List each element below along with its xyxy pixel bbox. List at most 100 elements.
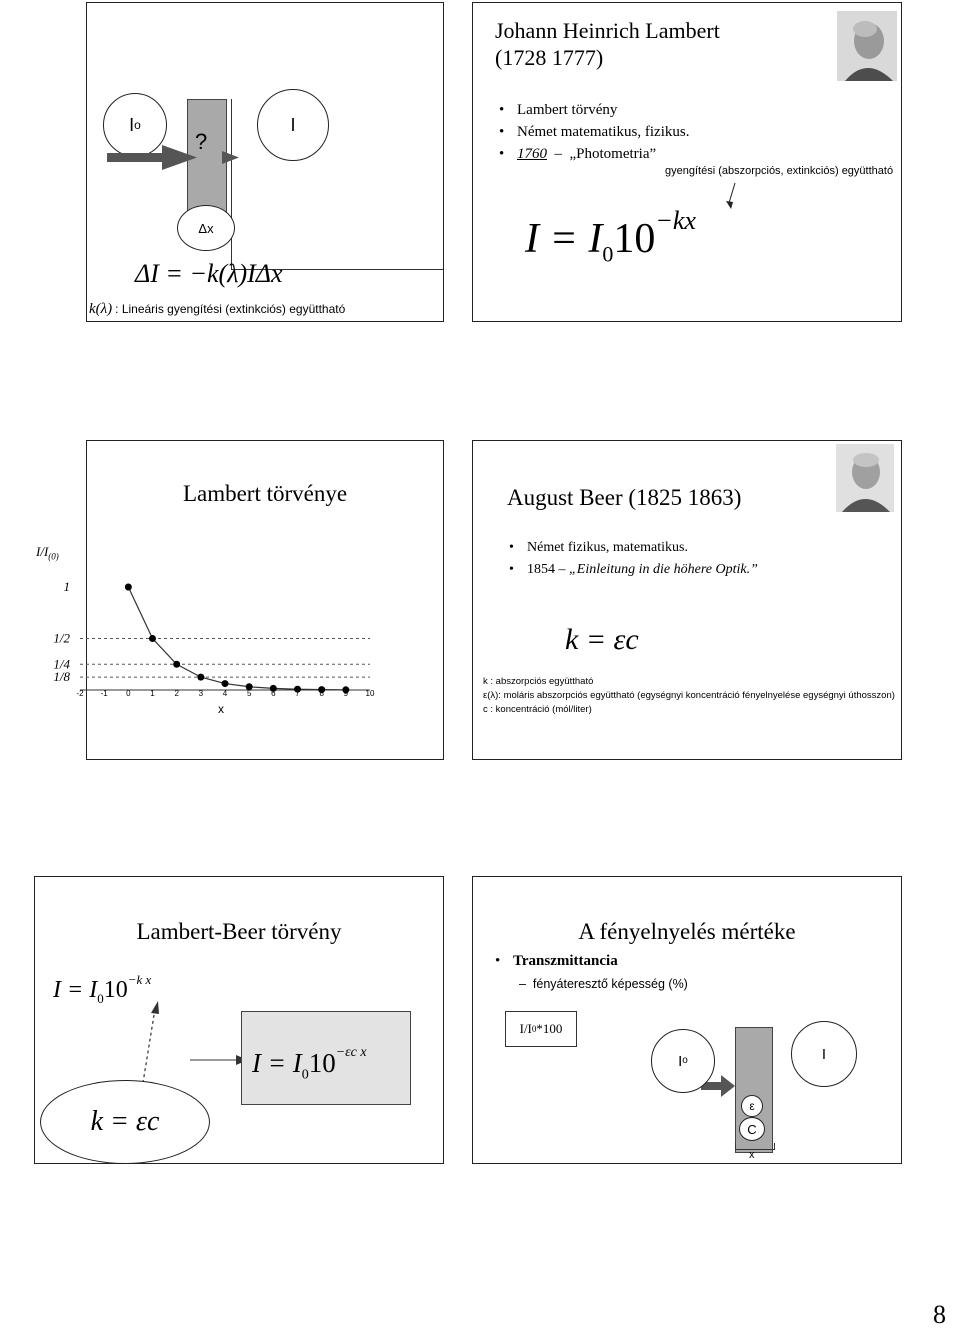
frame-line-h — [231, 269, 443, 270]
arrow-in — [701, 1075, 735, 1097]
x-tick-label: 0 — [126, 689, 131, 698]
x-tick-label: 3 — [199, 689, 204, 698]
box-formula-sub: 0 — [301, 1067, 309, 1083]
dashed-pointer — [138, 1001, 159, 1108]
coefficient-annotation: gyengítési (abszorpciós, extinkciós) egy… — [665, 165, 894, 177]
dx-circle: Δx — [177, 205, 235, 251]
data-point — [318, 686, 326, 694]
bullet-law: Lambert törvény — [499, 99, 689, 121]
formula-ten: 10 — [613, 216, 656, 262]
slide-lambert-graph: Lambert törvénye — [86, 440, 444, 760]
c-circle: C — [739, 1117, 765, 1141]
x-bracket — [735, 1143, 775, 1150]
lambert-formula: I = I010−kx — [525, 208, 696, 265]
lb-formula-top: I = I010−k x — [53, 973, 151, 1005]
slide3-title: Lambert törvénye — [182, 481, 348, 506]
def-c: c : koncentráció (mól/liter) — [483, 704, 592, 715]
y-label-text: I/I — [36, 544, 49, 559]
x-tick-label: 4 — [223, 689, 228, 698]
x-tick-label: 2 — [174, 689, 179, 698]
data-point — [149, 635, 156, 642]
y-tick-label: 1/2 — [53, 631, 70, 646]
dx-label: Δx — [198, 220, 214, 236]
title-line1: Johann Heinrich Lambert — [495, 18, 720, 43]
beer-bullets: Német fizikus, matematikus. 1854 – „Einl… — [509, 537, 758, 581]
ratio-tail: *100 — [536, 1021, 563, 1036]
bullet-transmittance: Transzmittancia — [495, 953, 618, 970]
slide4-title: August Beer (1825 1863) — [507, 485, 742, 510]
title-line2: (1728 1777) — [495, 45, 604, 70]
transmittance-bullets: Transzmittancia — [495, 953, 618, 970]
bullet-photometria: 1760 – „Photometria” — [499, 143, 689, 165]
slide-beer-bio: August Beer (1825 1863) Német fizikus, m… — [472, 440, 902, 760]
definitions: k : abszorpciós együttható ε(λ): moláris… — [483, 675, 895, 717]
y-tick-label: 1/4 — [53, 656, 70, 671]
slide-lambert-bio: Johann Heinrich Lambert (1728 1777) Lamb… — [472, 2, 902, 322]
data-point — [269, 684, 277, 692]
io-label: I — [129, 114, 135, 135]
x-tick-label: 8 — [319, 689, 324, 698]
title-block: Johann Heinrich Lambert (1728 1777) — [495, 17, 720, 71]
y-tick-label: 1 — [64, 579, 71, 594]
y-label-sub: (0) — [48, 551, 59, 562]
beer-formula: k = εc — [565, 623, 639, 656]
x-tick-label: 1 — [150, 689, 155, 698]
slide6-i-circle: I — [791, 1021, 857, 1087]
epsilon-circle: ε — [741, 1095, 763, 1117]
def-k: k : abszorpciós együttható — [483, 676, 594, 687]
x-tick-label: 6 — [271, 689, 276, 698]
data-point — [173, 660, 181, 668]
y-axis-label: I/I(0) — [36, 544, 59, 562]
x-tick-label: 10 — [366, 689, 375, 698]
slide6-io-label: I — [678, 1052, 683, 1070]
bio-bullets: Lambert törvény Német matematikus, fizik… — [499, 99, 689, 165]
c-label: C — [747, 1121, 757, 1137]
decay-curve — [127, 586, 346, 691]
equation-text: ΔI = −k(λ)IΔx — [135, 259, 283, 288]
bullet-beer-nationality: Német fizikus, matematikus. — [509, 537, 758, 559]
top-formula-ten: 10 — [103, 977, 128, 1003]
box-formula-ten: 10 — [308, 1048, 336, 1078]
book-title: „Einleitung in die höhere Optik.” — [569, 562, 758, 577]
data-point — [197, 673, 205, 681]
portrait-lambert — [837, 11, 897, 81]
thin-line — [231, 99, 232, 269]
x-tick-label: -1 — [101, 689, 109, 698]
caption-text: : Lineáris gyengítési (extinkciós) együt… — [115, 302, 346, 316]
data-point — [245, 683, 253, 691]
y-tick-label: 1/8 — [53, 669, 70, 684]
slide6-x-label: x — [749, 1149, 755, 1161]
top-formula-base: I = I — [53, 977, 98, 1003]
k-symbol: k(λ) — [89, 301, 113, 317]
arrow-right-icon — [721, 1075, 735, 1097]
year-1854: 1854 — [527, 562, 555, 577]
epsilon-label: ε — [749, 1099, 755, 1113]
transmittance-label: Transzmittancia — [513, 953, 618, 969]
data-point — [342, 686, 350, 694]
caption: k(λ) : Lineáris gyengítési (extinkciós) … — [89, 301, 345, 318]
sub-bullet-text: fényáteresztő képesség (%) — [532, 977, 688, 991]
unknown-mark: ? — [195, 129, 208, 154]
small-arrow-icon — [222, 151, 239, 164]
x-tick-label: -2 — [76, 689, 84, 698]
year-1760: 1760 — [517, 146, 547, 162]
k-epsilon-ellipse: k = εc — [40, 1080, 210, 1164]
data-point — [294, 685, 301, 693]
x-tick-label: 7 — [295, 689, 300, 698]
differential-equation: ΔI = −k(λ)IΔx — [135, 259, 283, 289]
page-number: 8 — [933, 1300, 946, 1329]
pointer-arrow-icon — [151, 1001, 159, 1014]
slide5-title: Lambert-Beer törvény — [136, 919, 342, 944]
portrait-beer — [836, 444, 894, 512]
top-formula-exp: −k x — [127, 972, 152, 987]
formula-base: I = I — [525, 216, 603, 262]
annotation-arrow-icon — [726, 182, 736, 209]
def-epsilon: ε(λ): moláris abszorpciós együttható (eg… — [483, 690, 895, 701]
slide6-title: A fényelnyelés mértéke — [578, 919, 796, 944]
x-tick-label: 9 — [344, 689, 349, 698]
lb-formula-box: I = I010−εc x — [241, 1011, 411, 1105]
